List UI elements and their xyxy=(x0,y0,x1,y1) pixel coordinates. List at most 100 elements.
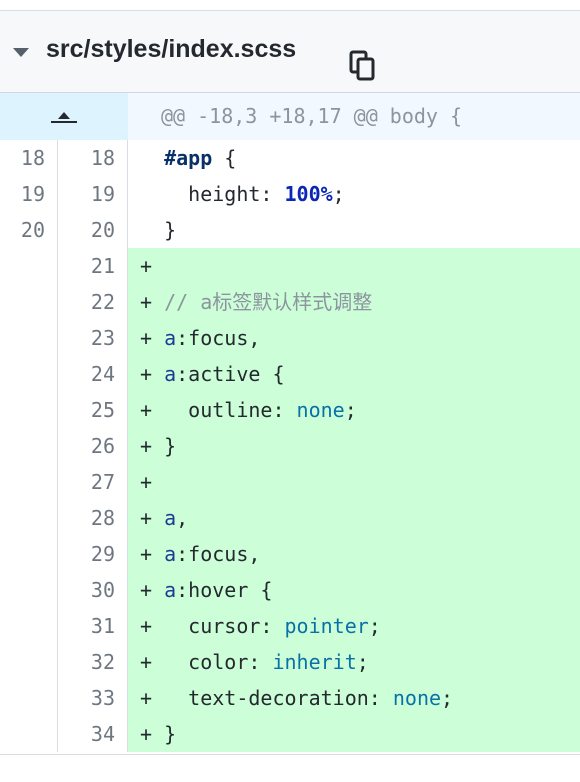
new-line-number[interactable]: 31 xyxy=(58,608,128,644)
new-line-number[interactable]: 33 xyxy=(58,680,128,716)
code-line: + a:hover { xyxy=(128,572,580,608)
new-line-number[interactable]: 34 xyxy=(58,716,128,752)
old-line-number[interactable] xyxy=(0,428,58,464)
code-line: } xyxy=(128,212,580,248)
code-token: + color: xyxy=(140,650,273,674)
old-line-number[interactable] xyxy=(0,284,58,320)
new-line-number[interactable]: 18 xyxy=(58,140,128,176)
code-token: :hover { xyxy=(176,578,273,602)
code-token: inherit xyxy=(272,650,357,674)
code-line: + a:focus, xyxy=(128,320,580,356)
code-token: + xyxy=(140,326,165,350)
new-line-number[interactable]: 20 xyxy=(58,212,128,248)
new-line-number[interactable]: 28 xyxy=(58,500,128,536)
code-token: :focus, xyxy=(176,542,261,566)
code-token: + xyxy=(140,362,165,386)
code-line: + xyxy=(128,248,580,284)
old-line-number[interactable] xyxy=(0,572,58,608)
diff-line-added: 29+ a:focus, xyxy=(0,536,580,572)
code-token: ; xyxy=(332,182,345,206)
new-line-number[interactable]: 23 xyxy=(58,320,128,356)
new-line-number[interactable]: 24 xyxy=(58,356,128,392)
copy-icon[interactable] xyxy=(349,50,375,82)
code-token: + xyxy=(140,470,153,494)
code-line: + xyxy=(128,464,580,500)
code-token: :focus, xyxy=(176,326,261,350)
code-token: + xyxy=(140,578,165,602)
code-token: + outline: xyxy=(140,398,297,422)
file-header: src/styles/index.scss xyxy=(0,11,580,93)
diff-file: src/styles/index.scss @@ -18,3 +18,17 @@… xyxy=(0,10,580,755)
code-token: } xyxy=(140,218,177,242)
new-line-number[interactable]: 19 xyxy=(58,176,128,212)
code-token: 100% xyxy=(284,182,333,206)
code-token: ; xyxy=(344,398,357,422)
new-line-number[interactable]: 25 xyxy=(58,392,128,428)
old-line-number[interactable]: 18 xyxy=(0,140,58,176)
hunk-header: @@ -18,3 +18,17 @@ body { xyxy=(128,93,580,140)
code-token: pointer xyxy=(284,614,369,638)
diff-line-added: 30+ a:hover { xyxy=(0,572,580,608)
old-line-number[interactable] xyxy=(0,680,58,716)
diff-line-added: 24+ a:active { xyxy=(0,356,580,392)
code-token: none xyxy=(296,398,345,422)
old-line-number[interactable] xyxy=(0,644,58,680)
code-line: height: 100%; xyxy=(128,176,580,212)
diff-line-added: 31 + cursor: pointer; xyxy=(0,608,580,644)
code-token: a xyxy=(164,326,177,350)
diff-line-added: 28+ a, xyxy=(0,500,580,536)
diff-line-added: 26+ } xyxy=(0,428,580,464)
new-line-number[interactable]: 32 xyxy=(58,644,128,680)
code-token: + xyxy=(140,290,165,314)
expand-up-button[interactable] xyxy=(0,93,128,140)
code-token: a xyxy=(164,362,177,386)
code-token xyxy=(140,146,164,170)
diff-line-added: 33+ text-decoration: none; xyxy=(0,680,580,716)
new-line-number[interactable]: 27 xyxy=(58,464,128,500)
old-line-number[interactable] xyxy=(0,536,58,572)
code-line: + a:active { xyxy=(128,356,580,392)
new-line-number[interactable]: 29 xyxy=(58,536,128,572)
new-line-number[interactable]: 22 xyxy=(58,284,128,320)
old-line-number[interactable]: 19 xyxy=(0,176,58,212)
code-token: + text-decoration: xyxy=(140,686,393,710)
old-line-number[interactable] xyxy=(0,392,58,428)
code-token: + xyxy=(140,506,165,530)
chevron-down-icon[interactable] xyxy=(13,48,29,57)
diff-line-added: 22+ // a标签默认样式调整 xyxy=(0,284,580,320)
code-token: // a标签默认样式调整 xyxy=(164,290,373,314)
diff-line-added: 27 + xyxy=(0,464,580,500)
old-line-number[interactable]: 20 xyxy=(0,212,58,248)
new-line-number[interactable]: 26 xyxy=(58,428,128,464)
code-line: + // a标签默认样式调整 xyxy=(128,284,580,320)
code-token: #app xyxy=(164,146,213,170)
code-token: height: xyxy=(140,182,285,206)
file-path-link[interactable]: src/styles/index.scss xyxy=(46,35,297,63)
old-line-number[interactable] xyxy=(0,608,58,644)
code-token: + cursor: xyxy=(140,614,285,638)
old-line-number[interactable] xyxy=(0,716,58,752)
code-line: + a:focus, xyxy=(128,536,580,572)
new-line-number[interactable]: 30 xyxy=(58,572,128,608)
code-token: + xyxy=(140,254,153,278)
code-token: ; xyxy=(368,614,381,638)
code-token: + xyxy=(140,542,165,566)
code-token: :active { xyxy=(176,362,285,386)
code-token: ; xyxy=(356,650,369,674)
old-line-number[interactable] xyxy=(0,248,58,284)
diff-line-added: 25 + outline: none; xyxy=(0,392,580,428)
diff-line-added: 23+ a:focus, xyxy=(0,320,580,356)
old-line-number[interactable] xyxy=(0,500,58,536)
old-line-number[interactable] xyxy=(0,464,58,500)
code-line: + a, xyxy=(128,500,580,536)
code-line: + color: inherit; xyxy=(128,644,580,680)
new-line-number[interactable]: 21 xyxy=(58,248,128,284)
code-token: none xyxy=(392,686,442,710)
code-token: a xyxy=(164,506,177,530)
code-token: a xyxy=(164,578,177,602)
old-line-number[interactable] xyxy=(0,356,58,392)
old-line-number[interactable] xyxy=(0,320,58,356)
